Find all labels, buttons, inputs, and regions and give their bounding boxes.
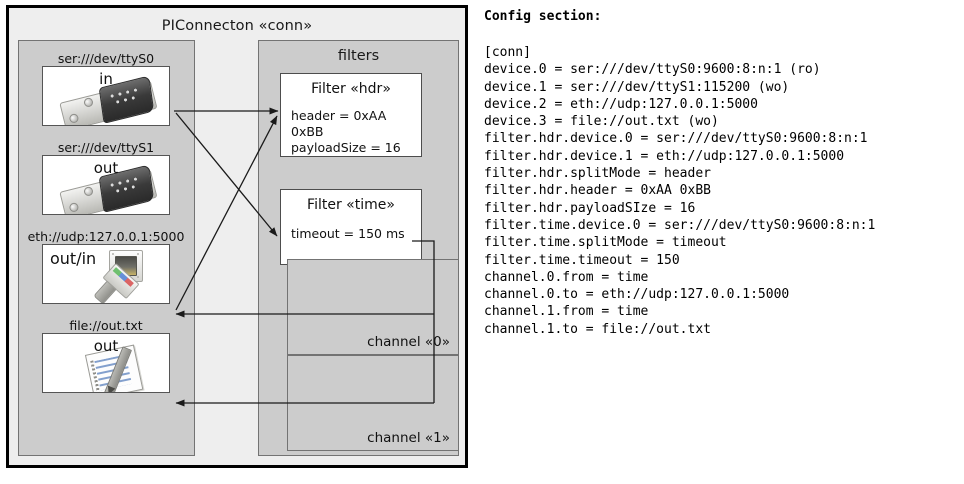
device-file-out-direction: out [93,337,119,355]
device-eth-udp-direction: out/in [50,249,97,268]
filter-time-attr-timeout: timeout = 150 ms [291,226,405,241]
filter-hdr-box[interactable]: Filter «hdr» header = 0xAA 0xBB payloadS… [280,73,422,157]
ethernet-icon [93,249,167,303]
filter-hdr-attr-header: header = 0xAA 0xBB [291,108,387,139]
filter-time-title: Filter «time» [307,197,395,213]
device-file-out-box[interactable]: out [42,333,170,393]
device-ttyS0-label: ser:///dev/ttyS0 [57,51,155,66]
device-ttyS0[interactable]: ser:///dev/ttyS0 in [42,51,170,126]
device-eth-udp[interactable]: eth://udp:127.0.0.1:5000 out/in [28,229,184,304]
device-file-out[interactable]: file://out.txt out [42,318,170,393]
device-file-out-label: file://out.txt [69,318,143,333]
page-title: PIConnecton «conn» [161,18,313,34]
config-section: Config section: [conn] device.0 = ser://… [484,0,964,484]
device-ttyS0-direction: in [99,70,113,88]
device-eth-udp-label: eth://udp:127.0.0.1:5000 [27,229,185,244]
channel-0-label: channel «0» [367,334,450,350]
filter-time-attrs: timeout = 150 ms [291,226,405,242]
devices-panel: ser:///dev/ttyS0 in ser:///dev/ttyS1 out [18,40,195,456]
filter-hdr-attr-payloadsize: payloadSize = 16 [291,140,401,155]
filter-hdr-attrs: header = 0xAA 0xBB payloadSize = 16 [291,108,421,156]
device-eth-udp-box[interactable]: out/in [42,244,170,304]
connection-diagram: PIConnecton «conn» ser:///dev/ttyS0 in s… [0,0,478,484]
filter-hdr-title: Filter «hdr» [311,81,391,97]
device-ttyS1-direction: out [93,159,119,177]
device-ttyS1-box[interactable]: out [42,155,170,215]
channel-1[interactable]: channel «1» [287,355,459,451]
device-ttyS1[interactable]: ser:///dev/ttyS1 out [42,140,170,215]
filters-panel-title: filters [337,48,380,64]
device-ttyS1-label: ser:///dev/ttyS1 [57,140,155,155]
channel-0[interactable]: channel «0» [287,259,459,355]
filters-panel: filters Filter «hdr» header = 0xAA 0xBB … [258,40,459,456]
filter-time-box[interactable]: Filter «time» timeout = 150 ms [280,189,422,265]
config-heading: Config section: [484,9,602,24]
device-ttyS0-box[interactable]: in [42,66,170,126]
config-text: [conn] device.0 = ser:///dev/ttyS0:9600:… [484,45,876,337]
channel-1-label: channel «1» [367,430,450,446]
